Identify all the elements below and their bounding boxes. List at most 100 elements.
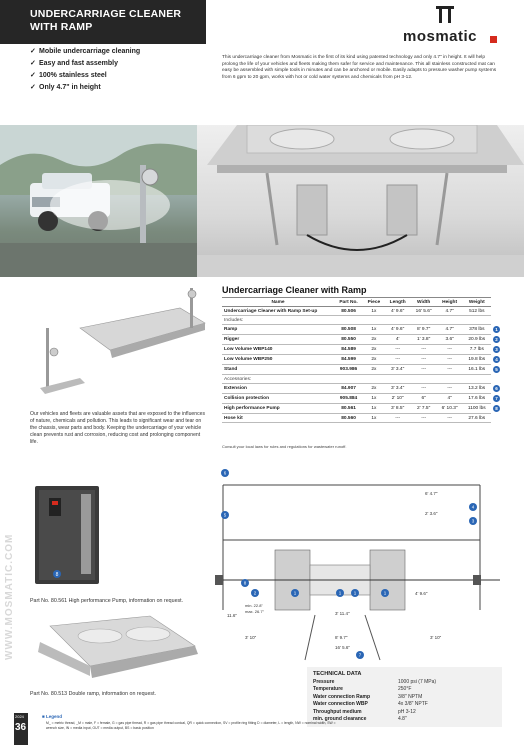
cell-value: 3' 8.5" [384, 403, 411, 414]
cell-name: Extension [222, 383, 334, 394]
callout-badge [251, 589, 259, 597]
feature-item: ✓Mobile undercarriage cleaning [30, 46, 210, 58]
column-header: Length [384, 297, 411, 307]
cell-value: 17.6 lbs [462, 393, 491, 404]
cell-value: 80.550 [334, 334, 364, 345]
svg-text:3' 10": 3' 10" [245, 635, 257, 640]
cell-value: 1x [363, 413, 385, 423]
cell-value: --- [436, 364, 463, 375]
tech-label: Temperature [313, 686, 343, 693]
double-ramp-image [38, 615, 198, 678]
check-icon: ✓ [30, 72, 36, 79]
cell-value: 16.1 lbs [462, 364, 491, 375]
cell-value: --- [410, 344, 437, 355]
regulation-note: Consult your local laws for rules and re… [222, 444, 347, 449]
tech-value: pH 3-12 [398, 708, 416, 715]
callout-badge: 7 [493, 395, 500, 402]
cell-value: 3' 3.4" [384, 383, 411, 394]
cell-value: 2x [363, 364, 385, 375]
callout-badge [221, 469, 229, 477]
cell-value: 1x [363, 403, 385, 414]
table-header-row: Name Part No. Piece Length Width Height … [222, 297, 502, 307]
cell-value: 7.7 lbs [462, 344, 491, 355]
cell-value: 4.7" [436, 324, 463, 335]
cell-value: 4' 9.6" [384, 324, 411, 335]
svg-text:min. 22.8": min. 22.8" [245, 603, 263, 608]
tech-value: 1000 psi (7 MPa) [398, 679, 437, 685]
cell-value: 80.561 [334, 403, 364, 414]
svg-text:11.6": 11.6" [227, 613, 237, 618]
cell-value: 84.599 [334, 354, 364, 365]
svg-text:3' 11.4": 3' 11.4" [335, 611, 350, 616]
cell-value: --- [436, 383, 463, 394]
svg-text:4' 9.6": 4' 9.6" [415, 591, 428, 596]
check-icon: ✓ [30, 60, 36, 67]
pump-caption: Part No. 80.561 High performance Pump, i… [30, 598, 184, 604]
feature-item: ✓100% stainless steel [30, 70, 210, 82]
brand-name: mosmatic [403, 28, 478, 45]
cell-value: 1x [363, 393, 385, 404]
cell-value: 2' 10" [384, 393, 411, 404]
callout-badge: 1 [493, 326, 500, 333]
callout-badge [469, 517, 477, 525]
feature-item: ✓Easy and fast assembly [30, 58, 210, 70]
feature-list: ✓Mobile undercarriage cleaning ✓Easy and… [30, 46, 210, 94]
cell-value: 2' 7.5" [410, 403, 437, 414]
cell-value: 80.508 [334, 324, 364, 335]
cell-value: --- [384, 344, 411, 355]
cell-value: 84.907 [334, 383, 364, 394]
column-header: Piece [363, 297, 385, 307]
high-performance-pump-image: 8 [35, 486, 99, 584]
section-label-row: Accessories: [222, 374, 502, 384]
cell-value: 2x [363, 344, 385, 355]
cell-value: 1' 3.8" [410, 334, 437, 345]
cell-value: 19.8 lbs [462, 354, 491, 365]
callout-badge-label: 1 [339, 591, 342, 596]
ramp-setup-illustration [40, 288, 206, 394]
tech-label: Water connection Ramp [313, 693, 371, 700]
cell-value: --- [410, 354, 437, 365]
title-bar: UNDERCARRIAGE CLEANER WITH RAMP [0, 0, 206, 44]
cell-value: 13.2 lbs [462, 383, 491, 394]
callout-badge [241, 579, 249, 587]
callout-badge [221, 511, 229, 519]
cell-value: 2x [363, 354, 385, 365]
cell-value: --- [436, 413, 463, 423]
badge-column [491, 298, 502, 307]
svg-text:8' 9.7": 8' 9.7" [335, 635, 348, 640]
legend-text: M_ = metric thread, _M = male, F = femal… [46, 721, 336, 730]
page-title-line1: UNDERCARRIAGE CLEANER [30, 8, 182, 20]
column-header: Name [222, 297, 334, 307]
cell-value: 378 lbs [462, 324, 491, 335]
column-header: Weight [462, 297, 491, 307]
technical-drawing: 6' 4.7" 2' 3.6" 11.6" 4' 9.6" 3' 11.4" 3… [215, 469, 500, 661]
cell-name: Stand [222, 364, 334, 375]
cell-value: 2x [363, 334, 385, 345]
callout-badge [336, 589, 344, 597]
callout-badge-label: 4 [472, 505, 475, 510]
spec-table: Name Part No. Piece Length Width Height … [222, 297, 502, 423]
check-icon: ✓ [30, 48, 36, 55]
cell-value: 1x [363, 324, 385, 335]
callout-badge-label: 1 [384, 591, 387, 596]
swiss-flag-icon [490, 36, 497, 43]
callout-badge [356, 651, 364, 659]
callout-badge-label: 1 [354, 591, 357, 596]
technical-data-heading: TECHNICAL DATA [313, 671, 362, 677]
tech-label: Water connection WBP [313, 701, 368, 708]
cell-value: --- [384, 354, 411, 365]
